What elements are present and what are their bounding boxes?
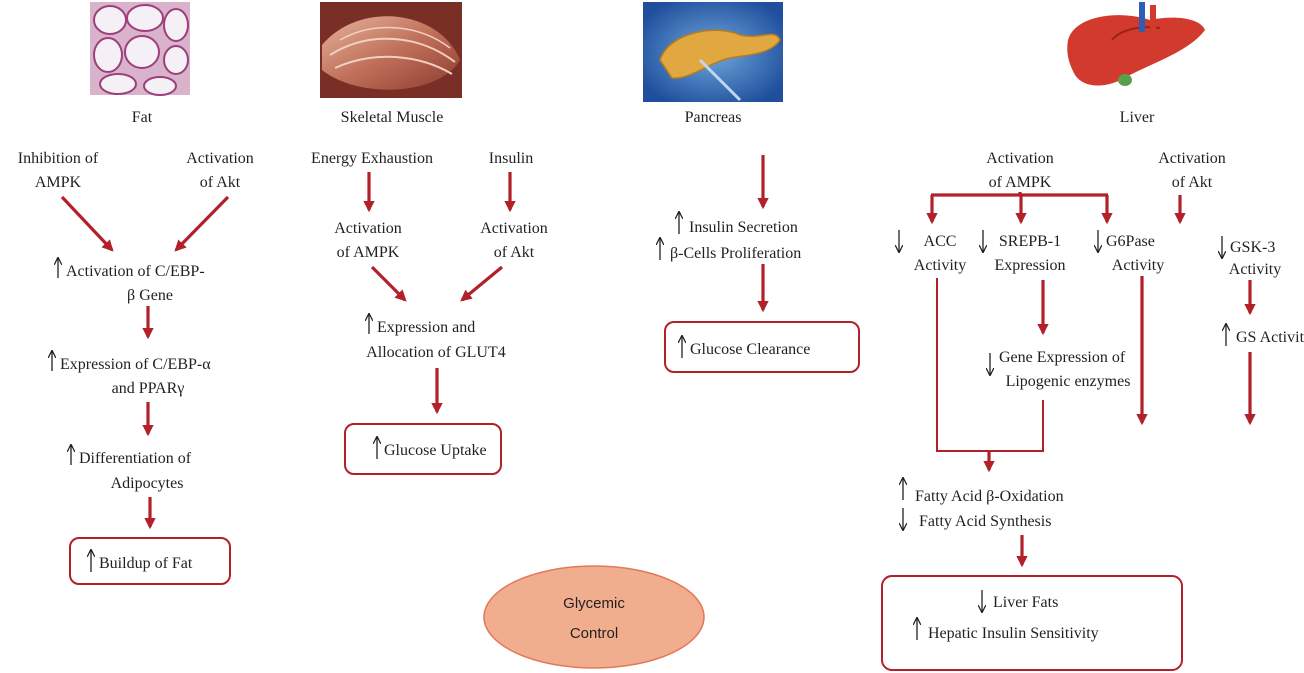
skeletal-muscle-label: Skeletal Muscle: [341, 109, 444, 126]
muscle-glut4-line1: Expression and: [377, 319, 475, 336]
muscle-outcome-text: Glucose Uptake: [384, 442, 487, 459]
liver-label: Liver: [1120, 109, 1155, 126]
fat-tissue-image: [90, 2, 190, 95]
liver-acc-line1: ACC: [924, 233, 957, 250]
liver-gsk3-line1: GSK-3: [1230, 239, 1275, 256]
fat-outcome-text: Buildup of Fat: [99, 555, 193, 572]
fat-differentiation-line1: Differentiation of: [79, 450, 192, 467]
fat-cebp-beta-line1: Activation of C/EBP-: [66, 263, 205, 280]
liver-outcome-box: [882, 576, 1182, 670]
fat-label: Fat: [132, 109, 153, 126]
glycemic-control-line2: Control: [570, 625, 618, 642]
liver-oxidation-text: Fatty Acid β-Oxidation: [915, 488, 1064, 505]
muscle-insulin-label: Insulin: [489, 150, 533, 167]
liver-acc-line2: Activity: [914, 257, 966, 274]
liver-image: [1067, 2, 1205, 86]
muscle-ampk-line1: Activation: [334, 220, 402, 237]
glycemic-control-ellipse: [484, 566, 704, 668]
fat-arrow-activation: [176, 197, 228, 250]
liver-g6pase-line1: G6Pase: [1106, 233, 1155, 250]
muscle-arrow-ampk: [372, 267, 405, 300]
skeletal-muscle-image: [320, 2, 462, 98]
fat-inhibition-line1: Inhibition of: [18, 150, 99, 167]
liver-akt-line2: of Akt: [1172, 174, 1213, 191]
pancreas-label: Pancreas: [685, 109, 742, 126]
glycemic-control-line1: Glycemic: [563, 595, 625, 612]
fat-arrow-inhibition: [62, 197, 112, 250]
liver-outcome-insulin: Hepatic Insulin Sensitivity: [928, 625, 1099, 642]
fat-inhibition-line2: AMPK: [35, 174, 82, 191]
liver-lipogenic-line1: Gene Expression of: [999, 349, 1126, 366]
muscle-energy-label: Energy Exhaustion: [311, 150, 433, 167]
liver-g6pase-line2: Activity: [1112, 257, 1164, 274]
fat-activation-line2: of Akt: [200, 174, 241, 191]
fat-differentiation-line2: Adipocytes: [111, 475, 184, 492]
liver-srepb-line1: SREPB-1: [999, 233, 1061, 250]
muscle-akt-line1: Activation: [480, 220, 548, 237]
liver-ampk-line1: Activation: [986, 150, 1054, 167]
muscle-akt-line2: of Akt: [494, 244, 535, 261]
muscle-ampk-line2: of AMPK: [337, 244, 400, 261]
fat-cebp-beta-line2: β Gene: [127, 287, 173, 304]
pancreas-image: [643, 2, 783, 102]
pancreas-outcome-text: Glucose Clearance: [690, 341, 810, 358]
muscle-glut4-line2: Allocation of GLUT4: [366, 344, 506, 361]
liver-lipogenic-line2: Lipogenic enzymes: [1006, 373, 1131, 390]
liver-srepb-line2: Expression: [994, 257, 1065, 274]
liver-gs-text: GS Activity: [1236, 329, 1304, 346]
liver-ampk-line2: of AMPK: [989, 174, 1052, 191]
pancreas-proliferation-text: β-Cells Proliferation: [670, 245, 801, 262]
fat-cebp-alpha-line1: Expression of C/EBP-α: [60, 356, 211, 373]
fat-cebp-alpha-line2: and PPARγ: [112, 380, 185, 397]
liver-outcome-fats: Liver Fats: [993, 594, 1058, 611]
pancreas-secretion-text: Insulin Secretion: [689, 219, 798, 236]
muscle-arrow-akt: [462, 267, 502, 300]
liver-akt-line1: Activation: [1158, 150, 1226, 167]
fat-activation-line1: Activation: [186, 150, 254, 167]
liver-synthesis-text: Fatty Acid Synthesis: [919, 513, 1051, 530]
liver-gsk3-line2: Activity: [1229, 261, 1281, 278]
